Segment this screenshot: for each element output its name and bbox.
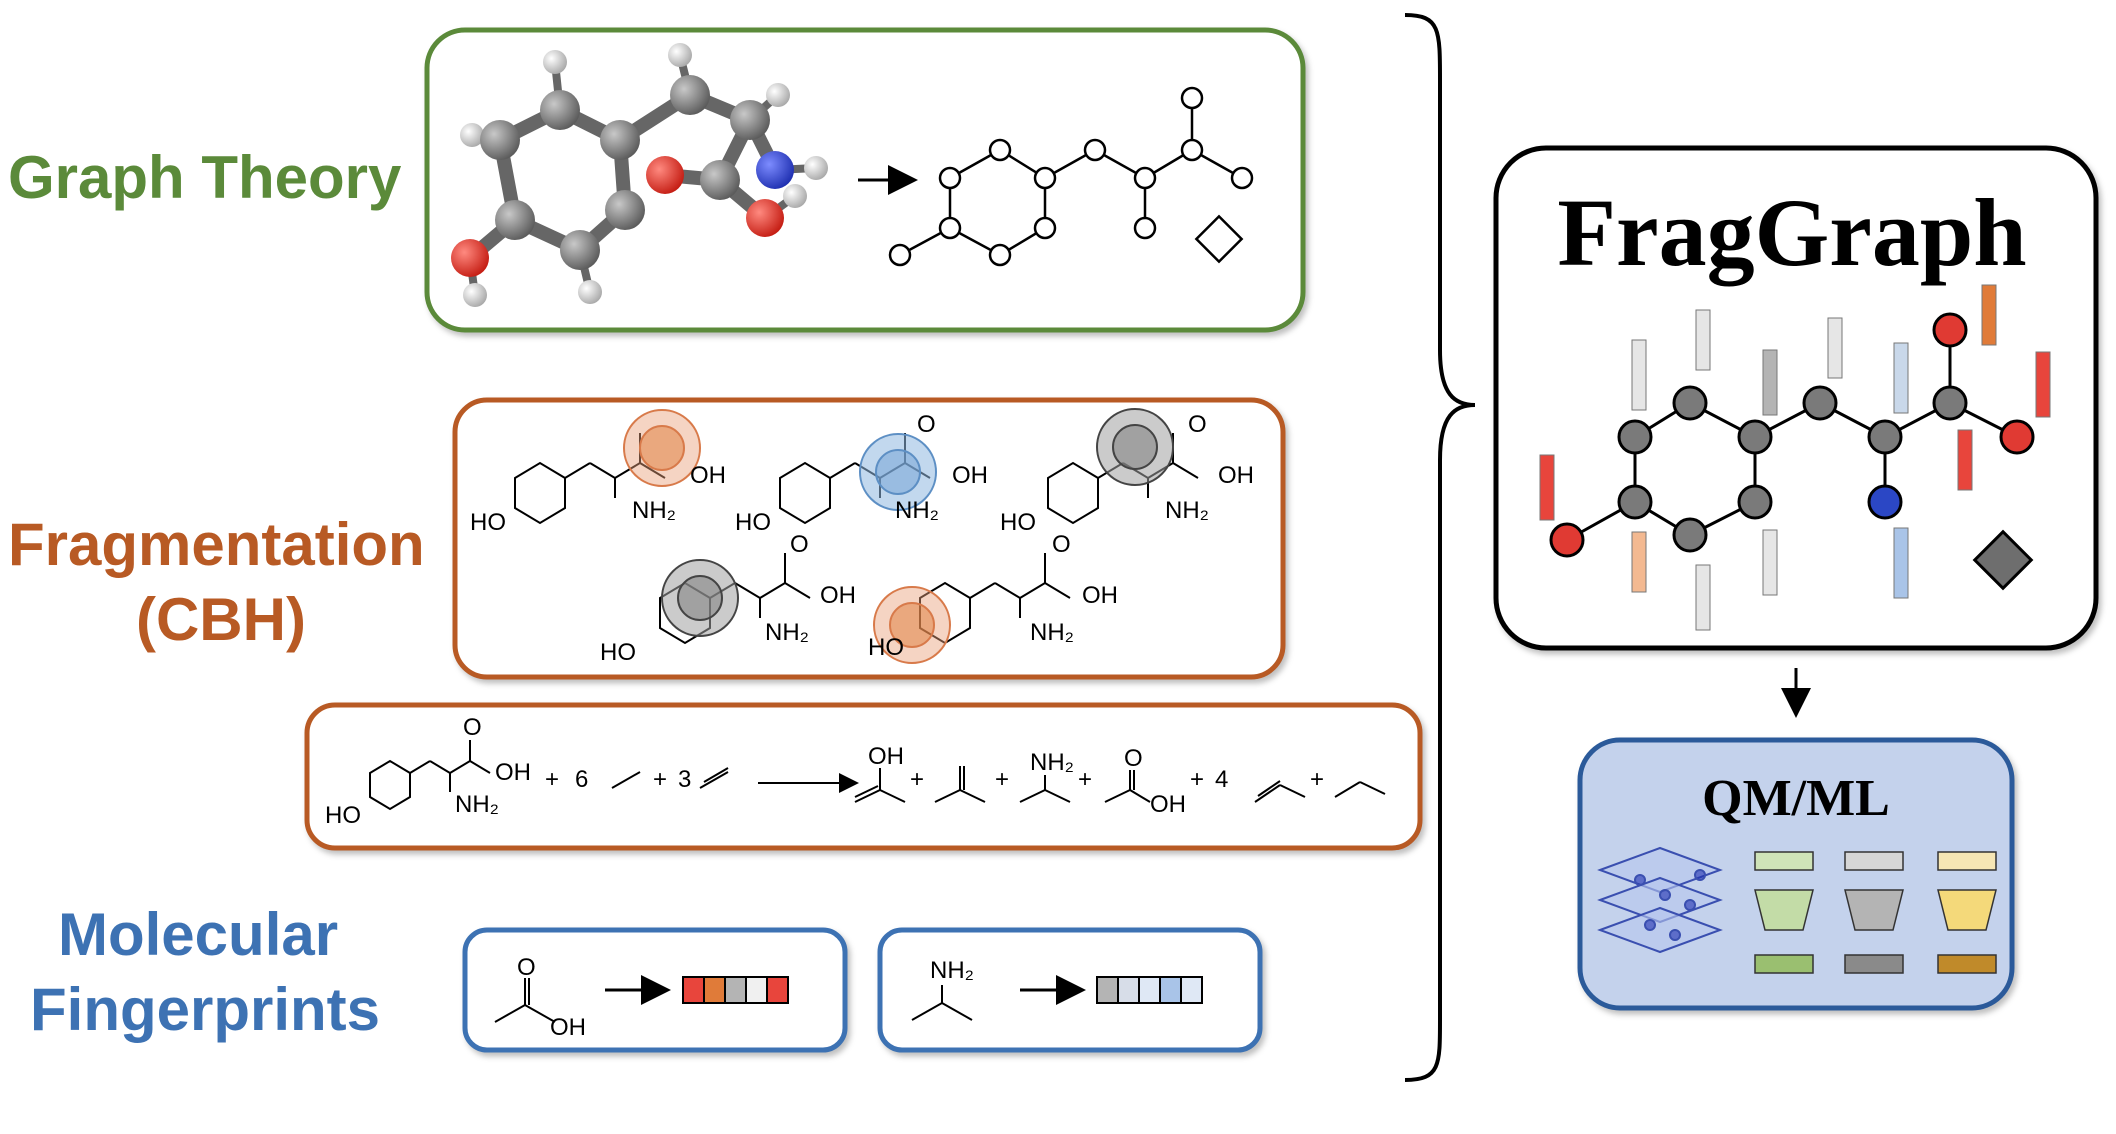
- o-label: O: [517, 954, 536, 981]
- nh2-label: NH₂: [895, 497, 939, 524]
- molecular-label: Molecular: [58, 901, 338, 968]
- molecular-graph: [888, 86, 1254, 267]
- neural-net-yellow: [1937, 851, 1997, 974]
- coefficient: 4: [1215, 766, 1228, 793]
- tyrosine-fragment-2: [779, 433, 937, 525]
- fingerprint-bit: [1096, 976, 1119, 1004]
- oh-label: OH: [820, 582, 856, 609]
- nh2-label: NH₂: [632, 497, 676, 524]
- nh2-label: NH₂: [765, 619, 809, 646]
- fingerprint-bit: [1138, 976, 1161, 1004]
- plus-sign: +: [1190, 766, 1204, 793]
- tyrosine-fragment-5: [873, 553, 1071, 664]
- fraggraph-graph: [1549, 312, 2035, 591]
- fraggraph-panel: FragGraph: [1493, 145, 2099, 651]
- qmml-title: QM/ML: [1702, 770, 1890, 827]
- fingerprint-bit: [766, 976, 789, 1004]
- curly-brace: [1404, 13, 1476, 1082]
- qmml-panel: QM/ML: [1577, 737, 2015, 1011]
- neural-net-green: [1754, 851, 1814, 974]
- oh-label: OH: [550, 1014, 586, 1041]
- ho-label: HO: [600, 639, 636, 666]
- fingerprint-bit: [703, 976, 726, 1004]
- fingerprint-bit: [1180, 976, 1203, 1004]
- ho-label: HO: [470, 509, 506, 536]
- o-label: O: [1188, 411, 1207, 438]
- fingerprint-bit: [724, 976, 747, 1004]
- o-label: O: [1052, 531, 1071, 558]
- fingerprint-vector-1: [682, 976, 789, 1004]
- ho-label: HO: [735, 509, 771, 536]
- plus-sign: +: [653, 766, 667, 793]
- atom-spheres: [451, 43, 828, 307]
- fingerprint-bit: [1159, 976, 1182, 1004]
- oh-label: OH: [1218, 462, 1254, 489]
- ho-label: HO: [1000, 509, 1036, 536]
- nh2-label: NH₂: [1030, 749, 1074, 776]
- oh-label: OH: [1082, 582, 1118, 609]
- neural-net-gray: [1844, 851, 1904, 974]
- fragmentation-panel: HO OH NH₂ HO OH NH₂ O HO OH NH₂ O: [452, 397, 1286, 680]
- oh-label: OH: [495, 759, 531, 786]
- oh-label: OH: [952, 462, 988, 489]
- graph-layers-icon: [1597, 846, 1723, 954]
- plus-sign: +: [1310, 766, 1324, 793]
- nh2-label: NH₂: [930, 957, 974, 984]
- plus-sign: +: [1078, 766, 1092, 793]
- graph-theory-label: Graph Theory: [8, 144, 402, 211]
- plus-sign: +: [545, 766, 559, 793]
- tyrosine-fragment-3: [1047, 408, 1199, 525]
- fraggraph-title: FragGraph: [1557, 179, 2026, 286]
- oh-label: OH: [868, 743, 904, 770]
- nh2-label: NH₂: [1165, 497, 1209, 524]
- o-label: O: [917, 411, 936, 438]
- oh-label: OH: [1150, 791, 1186, 818]
- coefficient: 6: [575, 766, 588, 793]
- o-label: O: [463, 714, 482, 741]
- coefficient: 3: [678, 766, 691, 793]
- fingerprints-label: Fingerprints: [30, 976, 380, 1043]
- fingerprint-bit: [1117, 976, 1140, 1004]
- fingerprint-vector-2: [1096, 976, 1203, 1004]
- fragmentation-cbh-label: (CBH): [136, 586, 306, 653]
- o-label: O: [790, 531, 809, 558]
- ho-label: HO: [325, 802, 361, 829]
- graph-theory-panel: [424, 27, 1306, 333]
- tyrosine-fragment-1: [514, 409, 701, 525]
- nh2-label: NH₂: [455, 791, 499, 818]
- fingerprint-bit: [745, 976, 768, 1004]
- fingerprint-panel-1: O OH: [462, 927, 848, 1053]
- fingerprint-panel-2: NH₂: [877, 927, 1263, 1053]
- ho-label: HO: [868, 634, 904, 661]
- plus-sign: +: [910, 766, 924, 793]
- fingerprint-bit: [682, 976, 705, 1004]
- plus-sign: +: [995, 766, 1009, 793]
- fraggraph-feature-vectors: [1539, 284, 2051, 631]
- oh-label: OH: [690, 462, 726, 489]
- nh2-label: NH₂: [1030, 619, 1074, 646]
- o-label: O: [1124, 745, 1143, 772]
- reaction-equation: [369, 740, 1386, 811]
- tyrosine-fragment-4: [659, 553, 811, 645]
- fragmentation-label: Fragmentation: [8, 511, 425, 578]
- reaction-panel: HO OH O NH₂ + 6 + 3 OH + + NH₂ + O OH + …: [304, 702, 1423, 851]
